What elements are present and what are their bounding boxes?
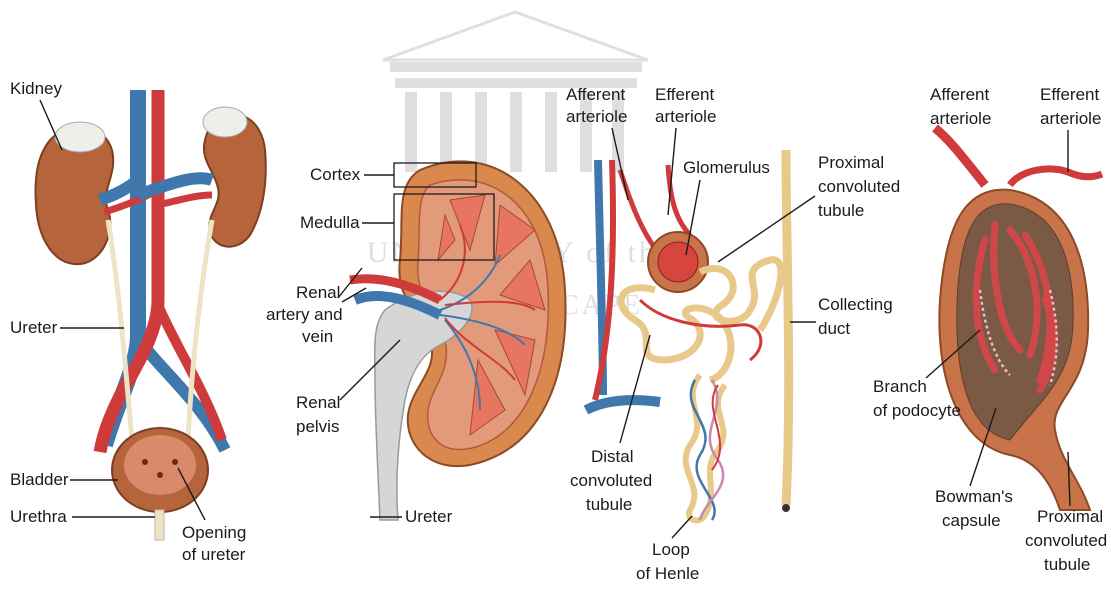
label-loop-line1: Loop (652, 540, 690, 559)
loop-of-henle-descending (686, 375, 705, 520)
label-afferent-line2: arteriole (566, 107, 627, 126)
kidney-section-panel: Cortex Medulla Renal artery and vein Ren… (266, 161, 566, 526)
label-glomerulus: Glomerulus (683, 158, 770, 177)
label-opening-line1: Opening (182, 523, 246, 542)
label-opening-line2: of ureter (182, 545, 246, 564)
label-corpuscle-proximal-line2: convoluted (1025, 531, 1107, 550)
label-corpuscle-proximal-line3: tubule (1044, 555, 1090, 574)
label-podocyte-line2: of podocyte (873, 401, 961, 420)
label-collecting-line1: Collecting (818, 295, 893, 314)
label-corpuscle-afferent-line1: Afferent (930, 85, 990, 104)
label-bowman-line2: capsule (942, 511, 1001, 530)
label-efferent-line2: arteriole (655, 107, 716, 126)
bladder-interior (124, 435, 196, 495)
afferent-arteriole (935, 128, 985, 185)
right-renal-artery (158, 195, 212, 205)
right-adrenal-gland (203, 107, 247, 137)
label-renal-artery-line1: Renal (296, 283, 340, 302)
label-distal-line1: Distal (591, 447, 634, 466)
label-bowman-line1: Bowman's (935, 487, 1013, 506)
label-afferent-line1: Afferent (566, 85, 626, 104)
efferent-arteriole (1010, 169, 1102, 185)
renal-corpuscle-panel: Afferent arteriole Efferent arteriole Br… (873, 85, 1107, 574)
urethra (155, 510, 164, 540)
label-corpuscle-efferent-line2: arteriole (1040, 109, 1101, 128)
label-kidney: Kidney (10, 79, 62, 98)
label-proximal-line1: Proximal (818, 153, 884, 172)
label-distal-line3: tubule (586, 495, 632, 514)
label-proximal-line3: tubule (818, 201, 864, 220)
label-renal-artery-line3: vein (302, 327, 333, 346)
glomerulus (658, 242, 698, 282)
label-loop-line2: of Henle (636, 564, 699, 583)
collecting-duct (786, 150, 789, 505)
label-renal-pelvis-line2: pelvis (296, 417, 339, 436)
label-ureter-section: Ureter (405, 507, 453, 526)
urinary-system-panel: Kidney Ureter Bladder Urethra Opening of… (10, 79, 266, 564)
label-efferent-line1: Efferent (655, 85, 715, 104)
label-bladder: Bladder (10, 470, 69, 489)
label-corpuscle-afferent-line2: arteriole (930, 109, 991, 128)
left-adrenal-gland (55, 122, 105, 152)
label-renal-pelvis-line1: Renal (296, 393, 340, 412)
label-podocyte-line1: Branch (873, 377, 927, 396)
label-corpuscle-proximal-line1: Proximal (1037, 507, 1103, 526)
label-ureter: Ureter (10, 318, 58, 337)
label-proximal-line2: convoluted (818, 177, 900, 196)
label-corpuscle-efferent-line1: Efferent (1040, 85, 1100, 104)
proximal-tubule (700, 260, 781, 330)
label-medulla: Medulla (300, 213, 360, 232)
label-cortex: Cortex (310, 165, 361, 184)
label-distal-line2: convoluted (570, 471, 652, 490)
label-collecting-line2: duct (818, 319, 850, 338)
label-urethra: Urethra (10, 507, 67, 526)
label-renal-artery-line2: artery and (266, 305, 343, 324)
